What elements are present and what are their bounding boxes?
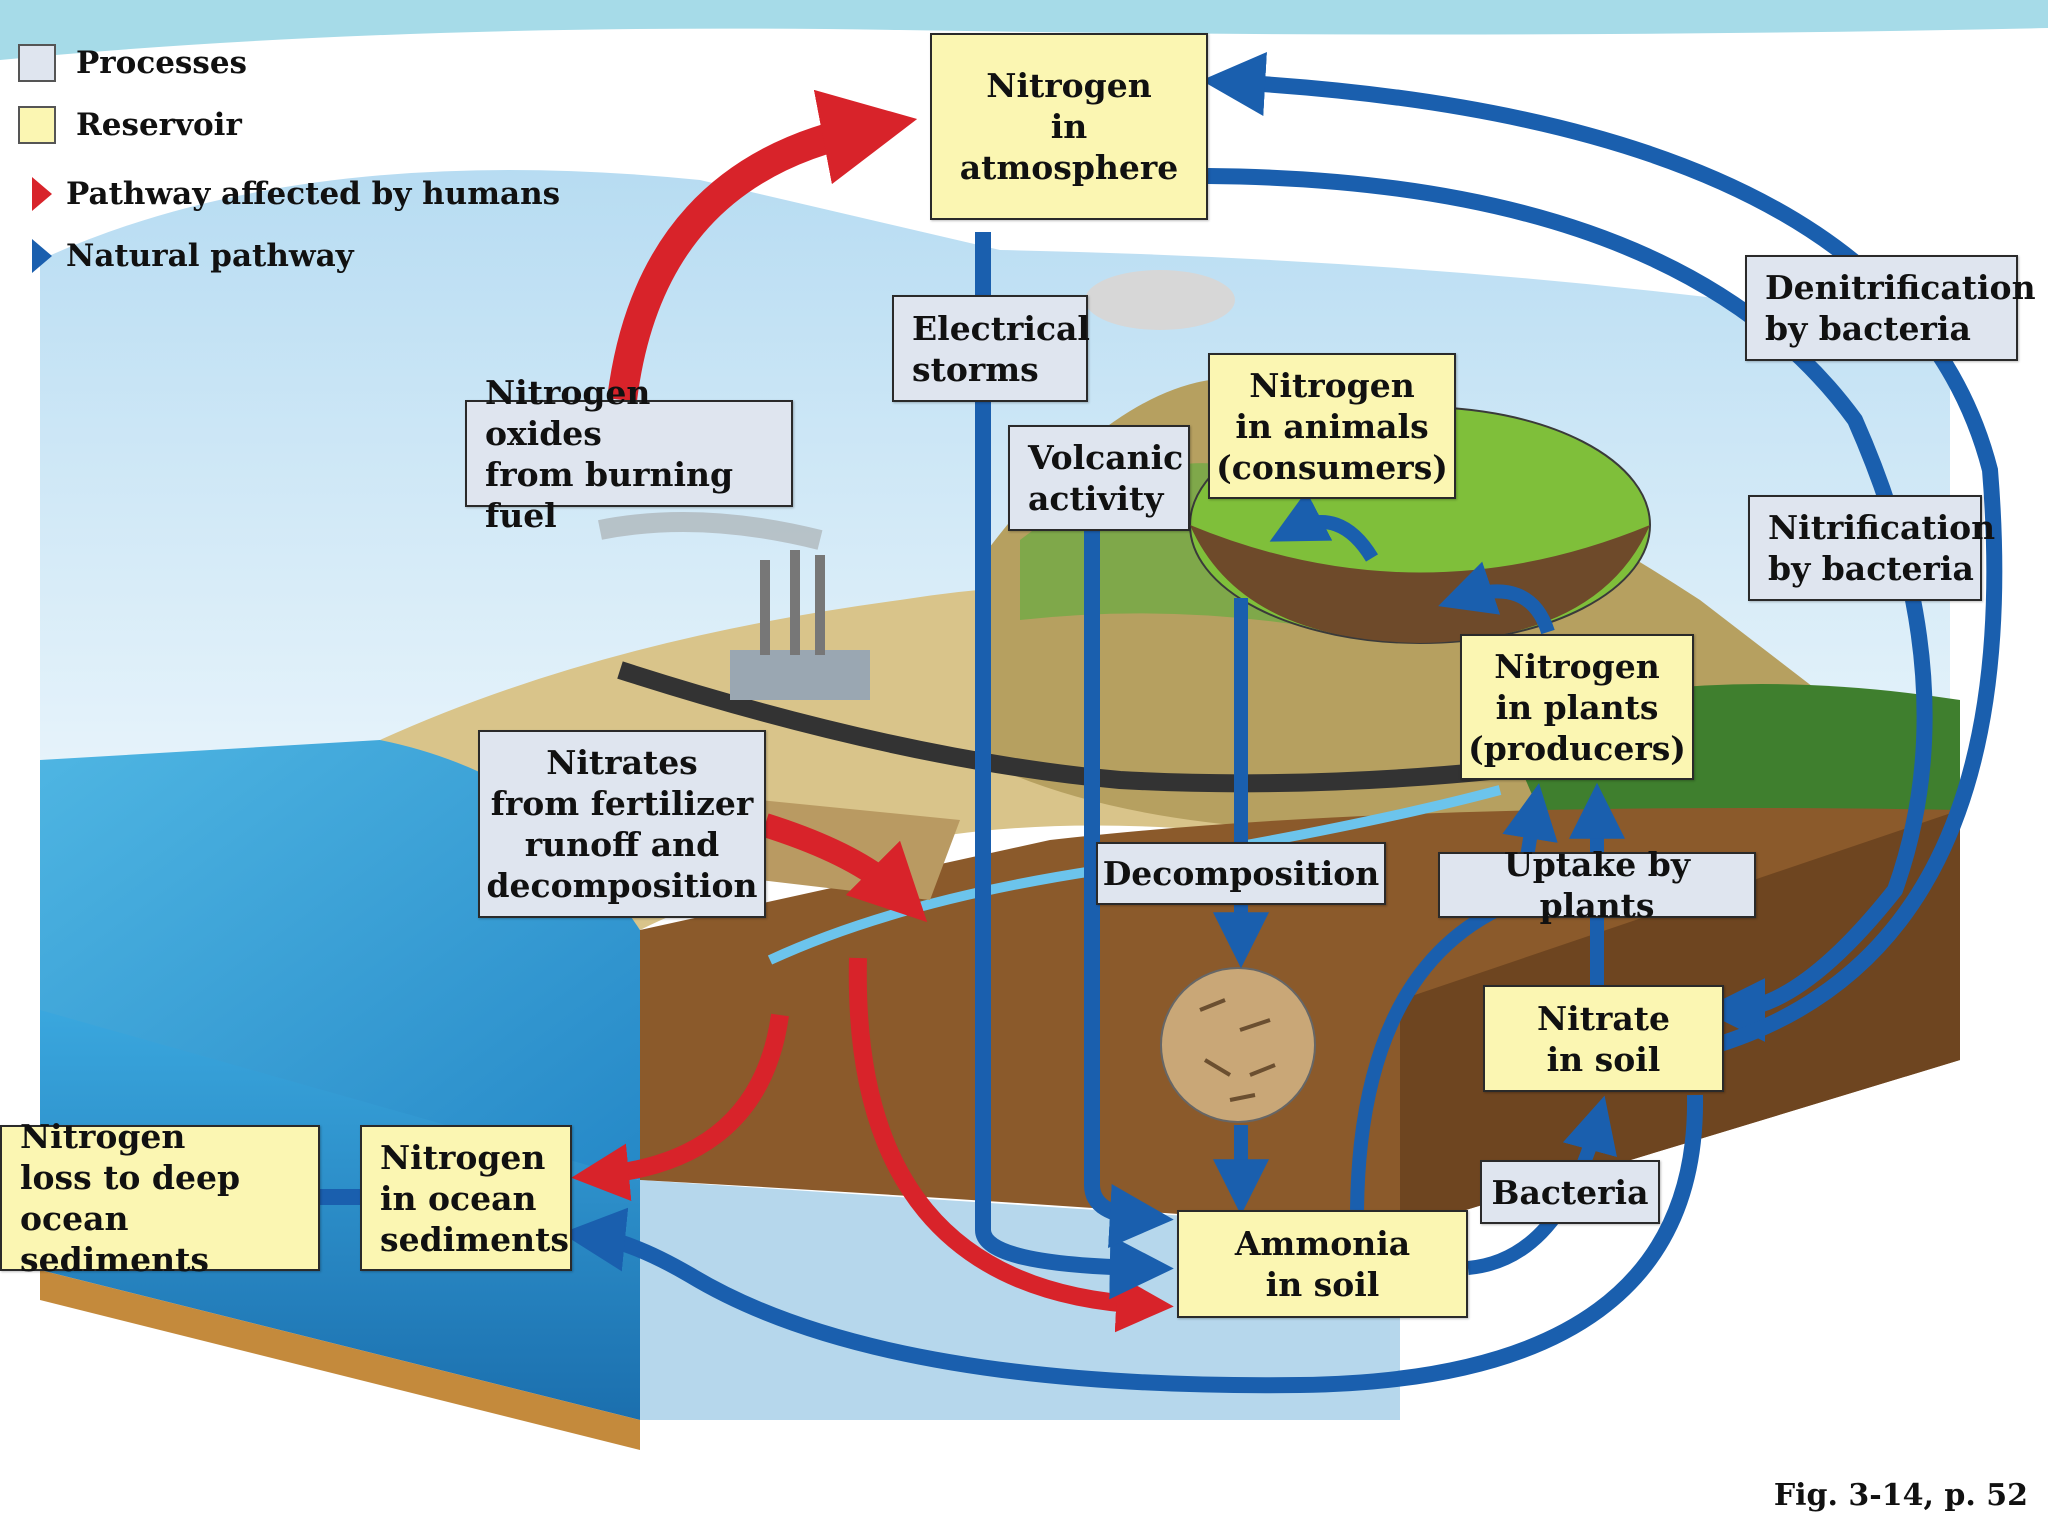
reservoir-swatch bbox=[18, 106, 56, 144]
legend-natural-pathway: Natural pathway bbox=[18, 238, 354, 274]
arrow-vignette-cycle-b bbox=[1438, 561, 1555, 635]
reservoir-atmosphere: Nitrogen in atmosphere bbox=[930, 33, 1208, 220]
processes-swatch bbox=[18, 44, 56, 82]
legend-human-pathway-label: Pathway affected by humans bbox=[66, 176, 561, 212]
process-denitrification: Denitrification by bacteria bbox=[1745, 255, 2036, 361]
factory bbox=[598, 512, 870, 700]
arrow-atmosphere-to-ammonia-storms bbox=[975, 232, 1174, 1300]
reservoir-plants: Nitrogen in plants (producers) bbox=[1460, 634, 1694, 780]
legend-reservoir-label: Reservoir bbox=[76, 107, 242, 143]
arrow-volcanic-to-ammonia bbox=[1084, 520, 1174, 1248]
legend-processes-label: Processes bbox=[76, 45, 247, 81]
legend-processes: Processes bbox=[18, 44, 247, 82]
blue-arrow-icon bbox=[32, 239, 52, 273]
volcano-smoke bbox=[1085, 270, 1235, 330]
process-fertilizer-runoff: Nitrates from fertilizer runoff and deco… bbox=[478, 730, 766, 918]
legend-reservoir: Reservoir bbox=[18, 106, 242, 144]
process-nitrification: Nitrification by bacteria bbox=[1748, 495, 1995, 601]
arrow-burning-fuel-to-atmosphere bbox=[607, 89, 918, 402]
reservoir-deep-loss: Nitrogen loss to deep ocean sediments bbox=[0, 1117, 320, 1279]
bacteria-rods bbox=[1199, 998, 1276, 1102]
process-electrical-storms: Electrical storms bbox=[892, 295, 1090, 402]
process-decomposition: Decomposition bbox=[1096, 842, 1386, 905]
reservoir-ocean-sediments: Nitrogen in ocean sediments bbox=[360, 1125, 572, 1271]
reservoir-ammonia-soil: Ammonia in soil bbox=[1177, 1210, 1468, 1318]
arrow-runoff-to-ocean-sediments bbox=[571, 1013, 789, 1201]
road bbox=[617, 661, 1501, 793]
arrow-fertilizer-runoff bbox=[761, 813, 928, 923]
arrow-bacteria-to-nitrate bbox=[1467, 1095, 1617, 1275]
process-volcanic-activity: Volcanic activity bbox=[1008, 425, 1190, 531]
legend-natural-pathway-label: Natural pathway bbox=[66, 238, 354, 274]
figure-label: Fig. 3-14, p. 52 bbox=[1773, 1478, 2028, 1513]
arrow-vignette-cycle-a bbox=[1269, 490, 1378, 562]
arrow-runoff-to-ammonia bbox=[848, 957, 1174, 1333]
ocean-cross-section bbox=[40, 1010, 640, 1420]
process-bacteria: Bacteria bbox=[1480, 1160, 1660, 1224]
red-arrow-icon bbox=[32, 177, 52, 211]
seafloor bbox=[40, 1270, 640, 1450]
reservoir-animals: Nitrogen in animals (consumers) bbox=[1208, 353, 1456, 499]
legend-human-pathway: Pathway affected by humans bbox=[18, 176, 560, 212]
process-burning-fuel: Nitrogen oxides from burning fuel bbox=[465, 373, 793, 535]
reservoir-nitrate-soil: Nitrate in soil bbox=[1483, 985, 1724, 1092]
arrow-soil-to-ocean-sediments bbox=[561, 1094, 1704, 1394]
process-uptake-by-plants: Uptake by plants bbox=[1438, 845, 1756, 925]
decorative-band bbox=[0, 0, 2048, 60]
arrow-nitrate-to-atmosphere-denitrification bbox=[1201, 52, 2003, 1058]
